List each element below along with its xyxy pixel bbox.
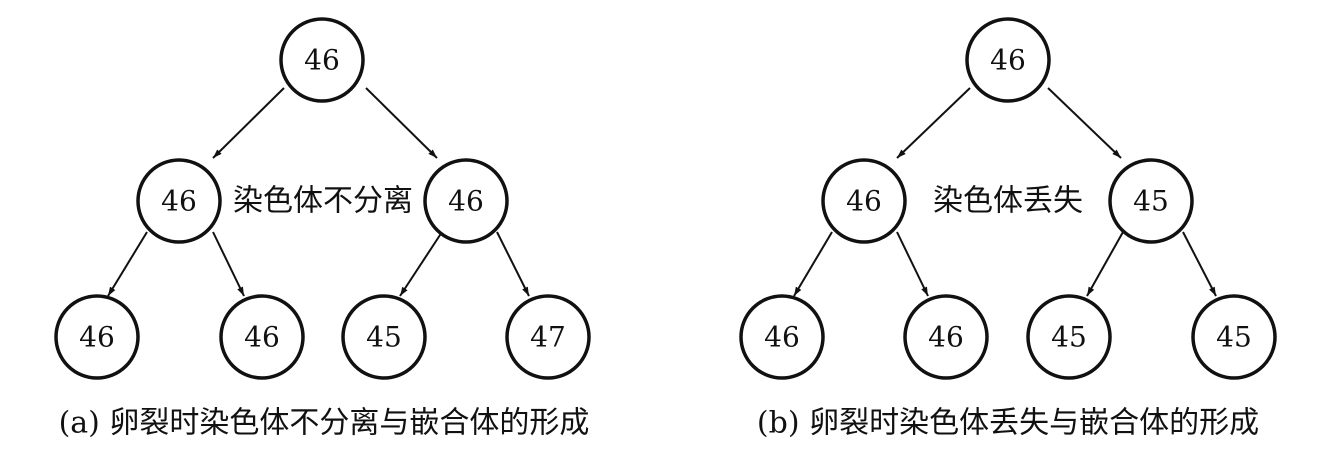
edge-left-to-leaf-1 bbox=[793, 231, 833, 297]
node-leaf-1: 46 bbox=[739, 294, 825, 380]
node-leaf-3: 45 bbox=[341, 294, 427, 380]
node-leaf-2: 46 bbox=[903, 294, 989, 380]
edge-left-to-leaf-2 bbox=[896, 231, 929, 297]
node-leaf-3-label: 45 bbox=[1051, 321, 1087, 354]
node-root-label: 46 bbox=[990, 44, 1026, 77]
mid-label: 染色体不分离 bbox=[233, 184, 413, 219]
mid-label: 染色体丢失 bbox=[933, 184, 1083, 219]
node-leaf-3: 45 bbox=[1026, 294, 1112, 380]
node-leaf-1-label: 46 bbox=[79, 321, 115, 354]
node-leaf-4: 47 bbox=[505, 294, 591, 380]
node-leaf-4-label: 45 bbox=[1216, 321, 1252, 354]
edge-root-to-left bbox=[212, 87, 285, 159]
node-mid-right-label: 46 bbox=[448, 185, 484, 218]
edge-root-to-right bbox=[365, 87, 438, 159]
node-mid-left-label: 46 bbox=[846, 185, 882, 218]
node-leaf-2-label: 46 bbox=[928, 321, 964, 354]
node-leaf-1-label: 46 bbox=[764, 321, 800, 354]
edge-left-to-leaf-1 bbox=[107, 231, 148, 297]
node-root: 46 bbox=[965, 17, 1051, 103]
edge-left-to-leaf-2 bbox=[212, 231, 245, 297]
edge-right-to-leaf-3 bbox=[1086, 231, 1124, 297]
node-leaf-1: 46 bbox=[54, 294, 140, 380]
node-mid-left: 46 bbox=[136, 158, 222, 244]
edge-right-to-leaf-4 bbox=[1182, 231, 1217, 297]
node-mid-right-label: 45 bbox=[1133, 185, 1169, 218]
edge-root-to-left bbox=[896, 87, 971, 159]
node-leaf-4: 45 bbox=[1191, 294, 1277, 380]
caption: (b) 卵裂时染色体丢失与嵌合体的形成 bbox=[757, 406, 1259, 441]
node-leaf-4-label: 47 bbox=[530, 321, 566, 354]
node-mid-right: 45 bbox=[1108, 158, 1194, 244]
node-mid-left-label: 46 bbox=[161, 185, 197, 218]
panel-a: 46 46 46 46 46 45 47 染色体不分离 (a) 卵裂时染色体不分… bbox=[54, 17, 591, 441]
edge-root-to-right bbox=[1047, 87, 1122, 159]
node-root: 46 bbox=[279, 17, 365, 103]
node-leaf-2-label: 46 bbox=[244, 321, 280, 354]
panel-b: 46 46 45 46 46 45 45 染色体丢失 (b) 卵裂时染色体丢失与… bbox=[739, 17, 1277, 441]
node-mid-left: 46 bbox=[821, 158, 907, 244]
node-leaf-3-label: 45 bbox=[366, 321, 402, 354]
caption: (a) 卵裂时染色体不分离与嵌合体的形成 bbox=[59, 406, 590, 441]
edge-right-to-leaf-4 bbox=[496, 231, 530, 297]
node-mid-right: 46 bbox=[423, 158, 509, 244]
node-leaf-2: 46 bbox=[219, 294, 305, 380]
edge-right-to-leaf-3 bbox=[399, 231, 443, 297]
node-root-label: 46 bbox=[304, 44, 340, 77]
